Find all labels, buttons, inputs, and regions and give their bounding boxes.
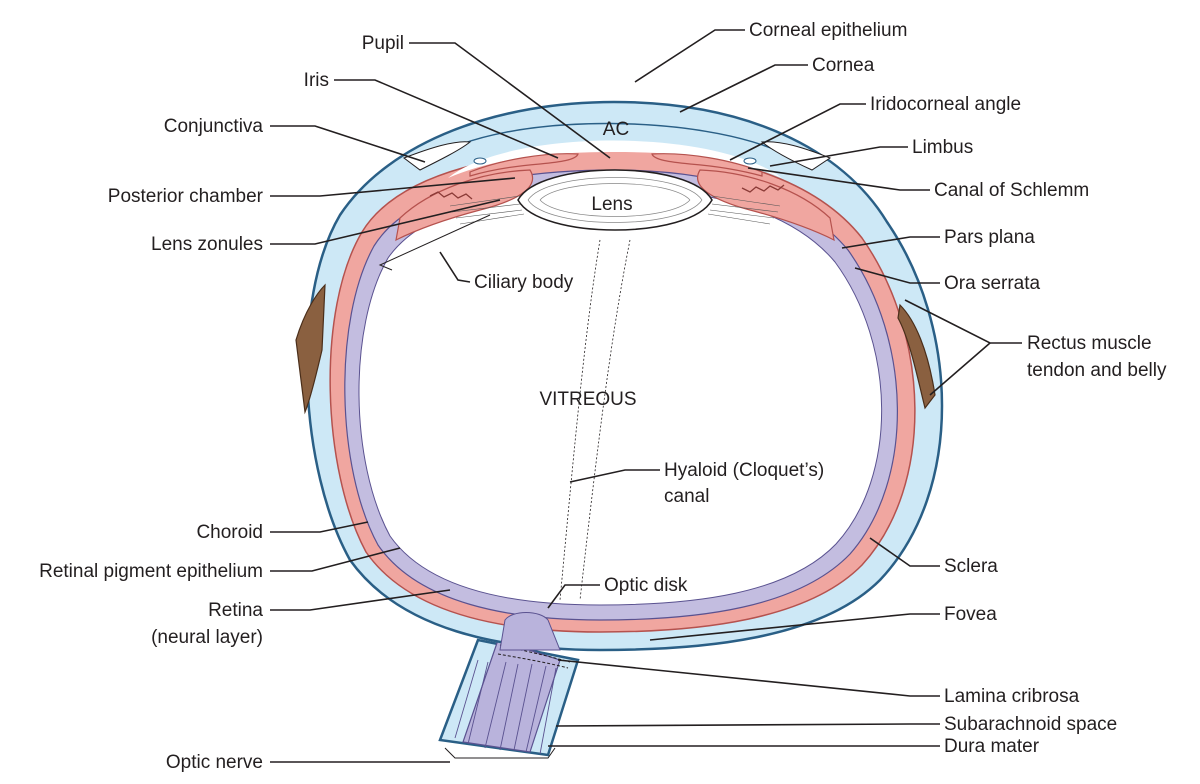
conjunctiva-left [402,141,472,171]
anterior-chamber [448,140,782,178]
leader-choroid [270,521,369,533]
leader-iris [334,79,559,159]
label-rectus-muscle-sub: tendon and belly [1027,360,1167,381]
lens-zonules [449,195,781,225]
label-optic-nerve: Optic nerve [166,752,263,773]
optic-disk-shape [499,612,561,651]
label-cornea: Cornea [812,55,875,76]
leader-pars-plana [841,236,940,249]
leader-lines [270,29,1022,763]
label-limbus: Limbus [912,137,973,158]
leader-sclera [869,537,940,567]
leader-subarachnoid-space [555,723,940,727]
label-iridocorneal-angle: Iridocorneal angle [870,94,1021,115]
label-ciliary-body: Ciliary body [474,272,574,293]
leader-cornea [679,64,808,113]
label-lens: Lens [591,194,632,215]
iris-left [469,153,579,177]
label-rectus-muscle: Rectus muscle [1027,333,1152,354]
leader-iridocorneal-angle [729,103,866,161]
schlemm-canal-right [743,157,757,165]
leader-rpe [270,547,401,572]
hyaloid-canal [559,239,631,601]
label-lamina-cribrosa: Lamina cribrosa [944,686,1080,707]
label-vitreous: VITREOUS [539,389,636,410]
label-fovea: Fovea [944,604,997,625]
leader-optic-disk [547,584,600,609]
leader-pupil [409,42,611,159]
globe [305,100,944,652]
label-sclera: Sclera [944,556,998,577]
leader-posterior-chamber [270,177,516,197]
label-subarachnoid-space: Subarachnoid space [944,714,1117,735]
label-corneal-epithelium: Corneal epithelium [749,20,907,41]
leader-hyaloid-canal [569,469,660,483]
leader-corneal-epithelium [634,29,745,83]
label-posterior-chamber: Posterior chamber [108,186,264,207]
leader-retina [270,589,451,611]
leader-lamina-cribrosa [557,659,940,697]
label-conjunctiva: Conjunctiva [164,116,264,137]
label-lens-zonules: Lens zonules [151,234,263,255]
label-dura-mater: Dura mater [944,736,1040,757]
leader-ora-serrata [854,267,940,284]
label-canal-of-schlemm: Canal of Schlemm [934,180,1089,201]
lens [517,169,713,231]
rectus-muscle-left [295,283,326,415]
leader-conjunctiva [270,125,426,163]
label-optic-disk: Optic disk [604,575,688,596]
optic-nerve-bracket [444,747,556,759]
label-choroid: Choroid [196,522,263,543]
leader-canal-of-schlemm [747,167,930,191]
label-retina-sub: (neural layer) [151,627,263,648]
label-ora-serrata: Ora serrata [944,273,1041,294]
label-pars-plana: Pars plana [944,227,1035,248]
leader-ciliary-body [439,251,471,283]
leader-fovea [649,613,940,641]
label-ac: AC [603,119,629,140]
label-rpe: Retinal pigment epithelium [39,561,263,582]
optic-nerve-shape [438,638,580,757]
label-pupil: Pupil [362,33,404,54]
label-hyaloid-canal: Hyaloid (Cloquet’s) [664,460,824,481]
label-retina: Retina [208,600,263,621]
conjunctiva-right [760,141,832,171]
leader-lens-zonules [270,199,501,245]
ciliary-bracket [378,214,491,271]
ciliary-iris [395,153,835,242]
label-hyaloid-canal-sub: canal [664,486,709,507]
leader-rectus-lower [929,342,991,396]
label-iris: Iris [304,70,329,91]
leader-limbus [769,146,908,167]
iris-right [651,153,763,177]
schlemm-canal-left [473,157,487,165]
rectus-muscle-right [897,303,936,410]
